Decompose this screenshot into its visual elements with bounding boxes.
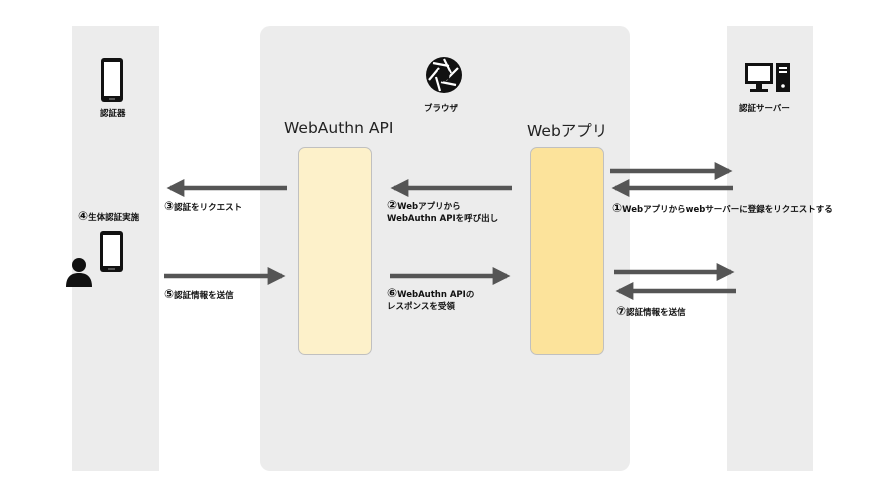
smartphone-icon: [101, 58, 123, 102]
browser-shutter-icon: [426, 57, 462, 93]
step-3-label: ③認証をリクエスト: [164, 199, 243, 213]
desktop-computer-icon: [745, 63, 790, 92]
authenticator-label: 認証器: [100, 109, 126, 119]
step-4-label: ④生体認証実施: [78, 209, 140, 223]
step-7-label: ⑦認証情報を送信: [616, 304, 686, 318]
web-app-title: Webアプリ: [527, 122, 608, 140]
browser-label: ブラウザ: [424, 104, 459, 114]
step-5-label: ⑤認証情報を送信: [164, 287, 234, 301]
smartphone-icon: [100, 231, 123, 272]
server-label: 認証サーバー: [739, 104, 790, 114]
step-2-label: ②Webアプリから WebAuthn APIを呼び出し: [387, 198, 499, 224]
user-icon: [66, 258, 92, 287]
webauthn-api-box: [298, 147, 372, 355]
web-app-box: [530, 147, 604, 355]
server-lane: [727, 26, 813, 471]
step-6-label: ⑥WebAuthn APIの レスポンスを受領: [387, 286, 475, 312]
step-1-label: ①Webアプリからwebサーバーに登録をリクエストする: [612, 201, 833, 215]
webauthn-api-title: WebAuthn API: [284, 119, 394, 137]
